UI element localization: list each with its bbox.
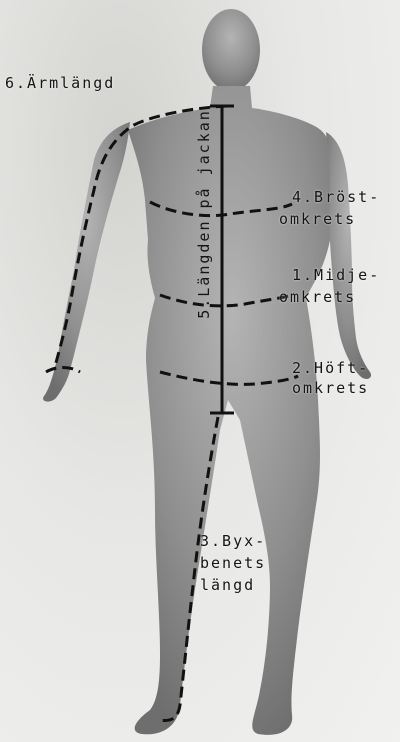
head	[202, 9, 260, 91]
label-leg-line2: benets	[200, 554, 266, 572]
label-sleeve: 6.Ärmlängd	[5, 74, 115, 92]
right-arm	[326, 132, 371, 379]
label-jacket-length: 5.Längden på jackan	[195, 109, 213, 319]
label-hip-line1: 2.Höft-	[292, 359, 369, 377]
label-chest-line2: omkrets	[279, 210, 356, 228]
torso-and-legs	[128, 86, 337, 735]
label-leg-line1: 3.Byx-	[200, 532, 266, 550]
label-waist-line1: 1.Midje-	[292, 266, 380, 284]
label-waist-line2: omkrets	[279, 288, 356, 306]
label-chest-line1: 4.Bröst-	[292, 188, 380, 206]
label-hip-line2: omkrets	[292, 379, 369, 397]
label-leg-line3: längd	[200, 576, 255, 594]
